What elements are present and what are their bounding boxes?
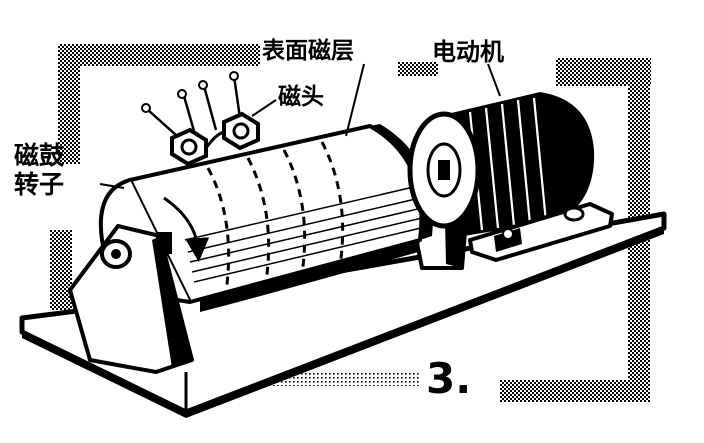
figure-number: 3. <box>426 354 472 403</box>
magnetic-head-label: 磁头 <box>278 84 324 110</box>
magnetic-heads <box>141 71 260 167</box>
motor-label: 电动机 <box>432 38 504 66</box>
front-bearing-support <box>68 224 194 374</box>
surface-magnetic-layer-label: 表面磁层 <box>262 38 354 64</box>
electric-motor <box>407 92 614 262</box>
leader-lines <box>99 63 501 189</box>
drum-label-line2: 转子 <box>14 170 65 199</box>
drum-label-line1: 磁鼓 <box>14 141 65 170</box>
